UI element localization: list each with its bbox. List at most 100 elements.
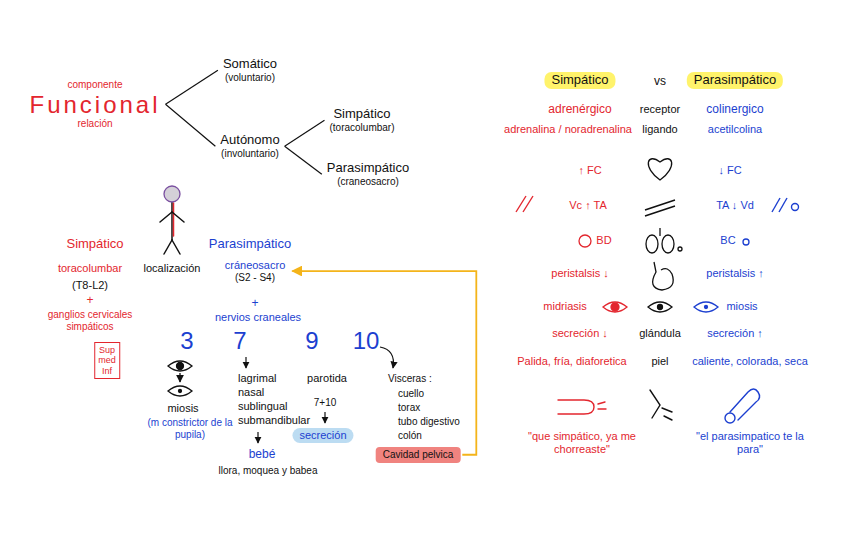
node-subtitle: (involuntario) [220,148,279,160]
note-text: llora, moquea y babea [219,465,318,477]
genital-icon [598,408,606,409]
stick-figure [164,186,180,202]
note-text: BD [596,234,611,247]
heart-icon [648,159,671,180]
vessel-icon [779,198,787,212]
node-title: componente [29,79,160,91]
genital-icon [725,413,735,423]
section-heading: Parasimpático [209,236,291,252]
note-text: bebé [249,447,276,461]
note-text: "el parasimpatico te la para" [696,430,804,456]
note-text: miosis [726,300,757,313]
note-text: "que simpático, ya me chorreaste" [520,430,645,456]
node-title: Autónomo [220,133,279,148]
eye-icon [168,386,192,396]
callout-number: 3 [180,327,193,356]
eye-icon [611,303,619,311]
note-text: ganglios cervicales simpáticos [34,309,146,333]
branch-term: Somático(voluntario) [221,56,279,84]
node-subtitle: (S2 - S4) [225,272,286,284]
arrow [380,347,393,368]
note-text: caliente, colorada, seca [692,355,808,368]
note-text: midriasis [543,300,586,313]
genital-icon [598,402,605,404]
callout-number: 10 [353,327,380,356]
tree-branch [285,146,322,174]
note-text: adrenérgico [548,102,611,116]
eye-icon [179,373,180,382]
note-text: 7+10 [314,397,337,409]
note-text: secreción ↑ [707,327,763,340]
branch-term: Parasimpático(craneosacro) [325,160,411,188]
eye-icon [648,302,672,312]
eye-icon [603,302,718,312]
note-text: nervios craneales [215,311,301,324]
vessel-icon [792,204,799,211]
bronchi-icon [662,235,674,253]
bronchi-icon [659,228,660,236]
note-text: + [86,293,93,307]
stomach-icon [653,262,674,290]
bronchi-icon [579,228,749,253]
tree-branch [166,70,218,104]
node-title: Parasimpático [694,73,776,88]
tree-branch [166,104,216,146]
note-text: piel [651,355,668,368]
eye-icon [603,302,627,312]
stick-figure [173,203,175,236]
highlight-band: Simpático [544,72,615,89]
note-text: secreción ↓ [552,327,608,340]
eye-icon [168,361,192,396]
note-text: Vc ↑ TA [569,199,607,212]
vessel-icon [645,206,675,216]
note-text: miosis [167,402,198,415]
bronchi-icon [743,239,749,245]
node-title: Somático [223,57,277,72]
note-text: (m constrictor de la pupila) [138,417,243,441]
note-text: ↑ FC [578,164,601,177]
note-text: colón [398,430,422,442]
note-text: Palida, fría, diaforetica [517,355,626,368]
stick-figure [164,240,172,254]
stick-figure [172,240,180,254]
node-title: cráneosacro [225,259,286,272]
vessel-icon [772,198,780,212]
genital-icon [558,389,760,423]
note-text: lagrimal [238,372,277,385]
section-heading: Simpático [66,236,123,252]
note-text: glándula [639,327,681,340]
arrow [245,357,246,368]
vessel-icon [516,196,799,216]
row-label: localización [144,262,201,275]
stick-figure [171,202,173,240]
branch-term: Simpático(toracolumbar) [327,106,396,134]
note-text: cuello [398,388,424,400]
node-subtitle: (toracolumbar) [329,122,394,134]
highlight-band: Parasimpático [687,72,783,89]
note-text: adrenalina / noradrenalina [504,123,632,136]
root-concept: componenteFuncionalrelación [27,78,162,131]
note-text: peristalsis ↓ [551,267,608,280]
stick-figure [160,212,172,222]
stick-figure [160,186,184,254]
node-subtitle: Funcional [29,91,160,119]
note-text: parotida [307,372,347,385]
note-text: tubo digestivo [398,416,460,428]
location-block: cráneosacro(S2 - S4) [222,257,289,285]
highlight-band: secreción [292,428,353,443]
note-text: + [251,296,258,310]
ganglia-box: Sup med Inf [94,342,120,379]
callout-number: 9 [305,327,318,356]
pointer-arrow [292,271,476,455]
vessel-icon [523,196,533,212]
node-title: Simpático [551,73,608,88]
eye-icon [705,306,708,309]
eye-icon [168,361,192,371]
note-text: acetilcolina [708,123,762,136]
stomach-icon [653,262,674,290]
note-text: Visceras : [388,373,432,385]
arrow [324,412,325,423]
branch-term: Autónomo(involuntario) [218,132,281,160]
highlight-band: Cavidad pelvica [376,447,461,463]
